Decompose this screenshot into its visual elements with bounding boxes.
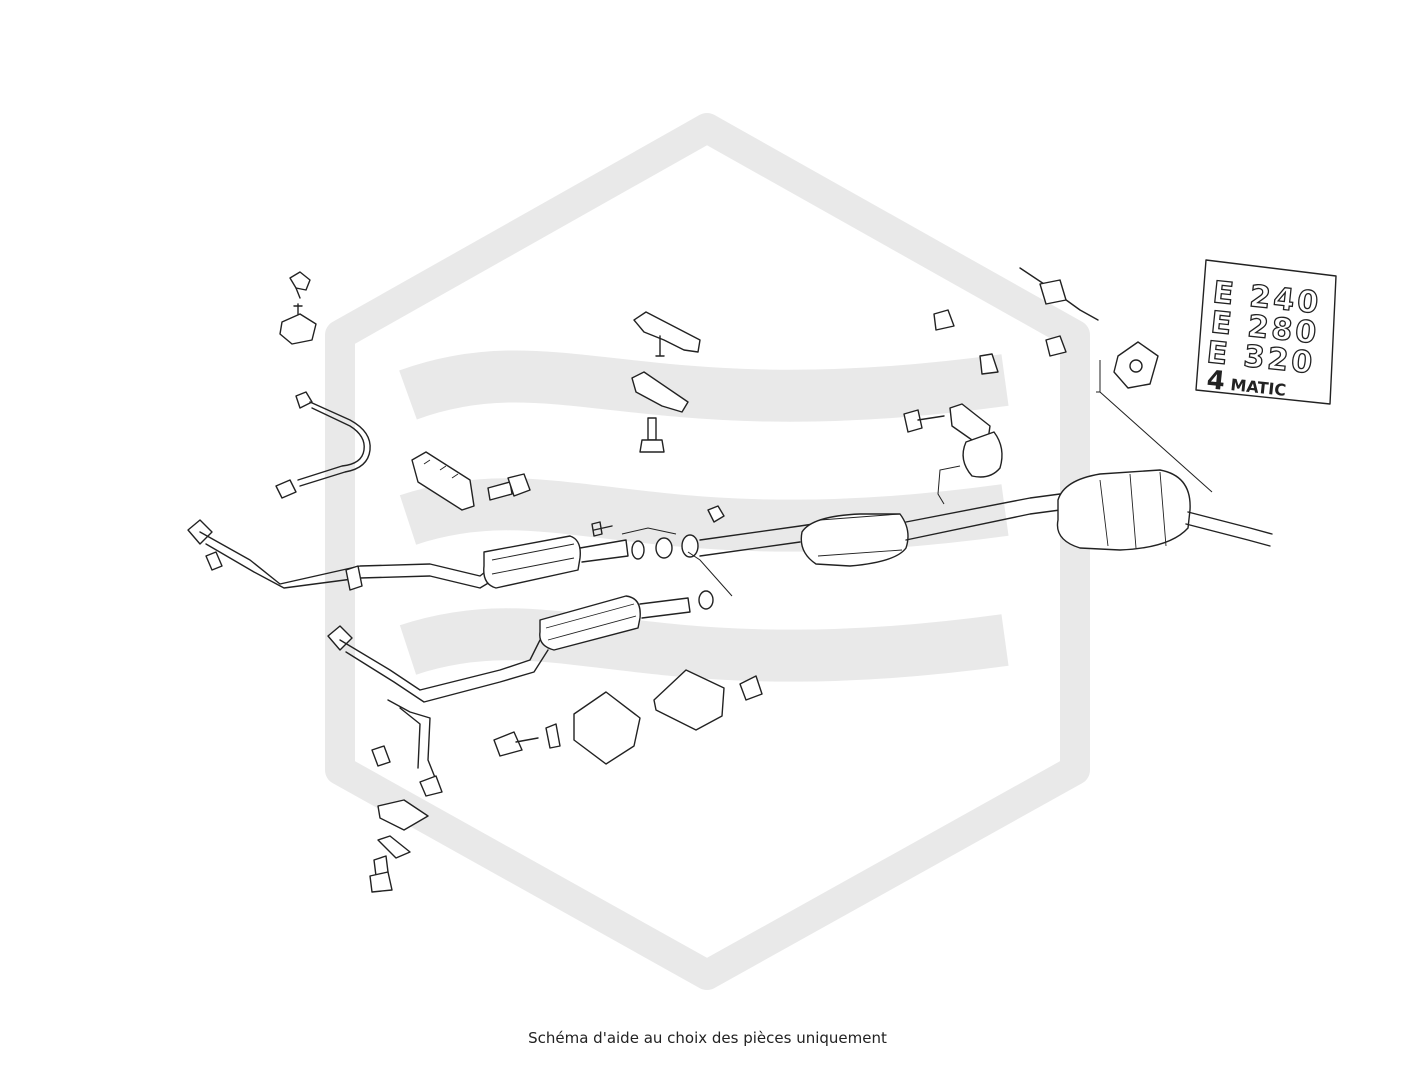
tailpipe-hanger-rod xyxy=(1019,267,1099,357)
front-pipe-left xyxy=(187,519,501,591)
rear-muffler xyxy=(1056,469,1273,551)
exhaust-hanger-top xyxy=(633,311,701,357)
hanger-bracket xyxy=(631,371,689,413)
small-hardware xyxy=(369,699,443,893)
rubber-mount xyxy=(279,303,317,345)
oxygen-sensor xyxy=(275,391,371,499)
catalytic-converter-right xyxy=(539,595,691,651)
bolt-vertical xyxy=(639,417,665,453)
badge-4matic-digit: 4 xyxy=(1205,365,1226,397)
rubber-bushings xyxy=(933,309,999,375)
front-pipe-right xyxy=(327,625,549,703)
hanger-clip xyxy=(289,271,311,299)
ring-clamps xyxy=(591,505,725,610)
heat-shield-bracket xyxy=(411,451,475,511)
diagram-caption: Schéma d'aide au choix des pièces unique… xyxy=(528,1029,887,1047)
screw-small xyxy=(205,551,223,571)
rubber-ring xyxy=(1113,341,1159,389)
watermark-logo xyxy=(325,113,1090,990)
rear-hanger xyxy=(903,403,1003,478)
middle-pipe xyxy=(699,493,1061,567)
catalytic-converter-left xyxy=(483,535,629,589)
lower-brackets xyxy=(493,669,763,765)
badges-panel: E 240 E 280 E 320 4 MATIC xyxy=(1195,259,1337,405)
hex-bolt xyxy=(487,473,531,501)
